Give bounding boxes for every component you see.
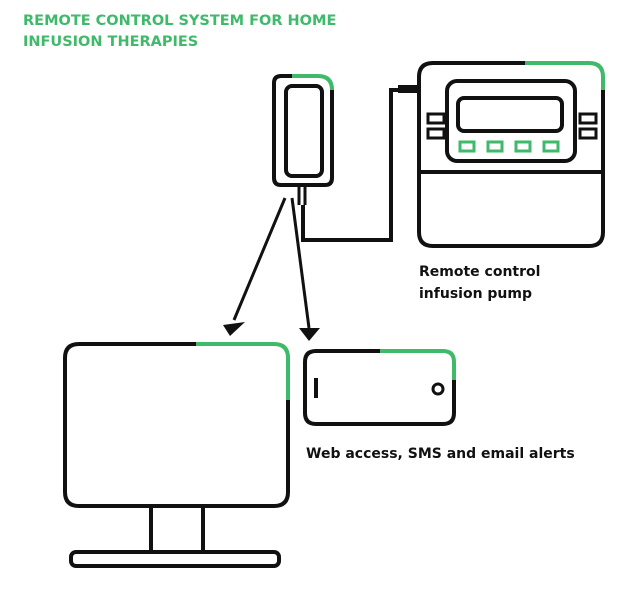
pump-caption-line-2: infusion pump [419,286,533,302]
title-line-1: REMOTE CONTROL SYSTEM FOR HOME [23,13,337,29]
cable-plug [398,85,418,93]
pump-caption-line-1: Remote control [419,264,541,280]
monitor-icon [63,342,290,568]
arrow-to-phone [290,197,320,341]
phone-icon [303,349,456,426]
arrow-to-monitor [223,197,287,336]
controller-icon [272,74,334,205]
diagram-title: REMOTE CONTROL SYSTEM FOR HOME INFUSION … [23,11,403,53]
web-caption: Web access, SMS and email alerts [306,446,575,462]
pump-icon [417,61,605,248]
pump-caption: Remote control infusion pump [419,261,540,305]
title-line-2: INFUSION THERAPIES [23,34,199,50]
